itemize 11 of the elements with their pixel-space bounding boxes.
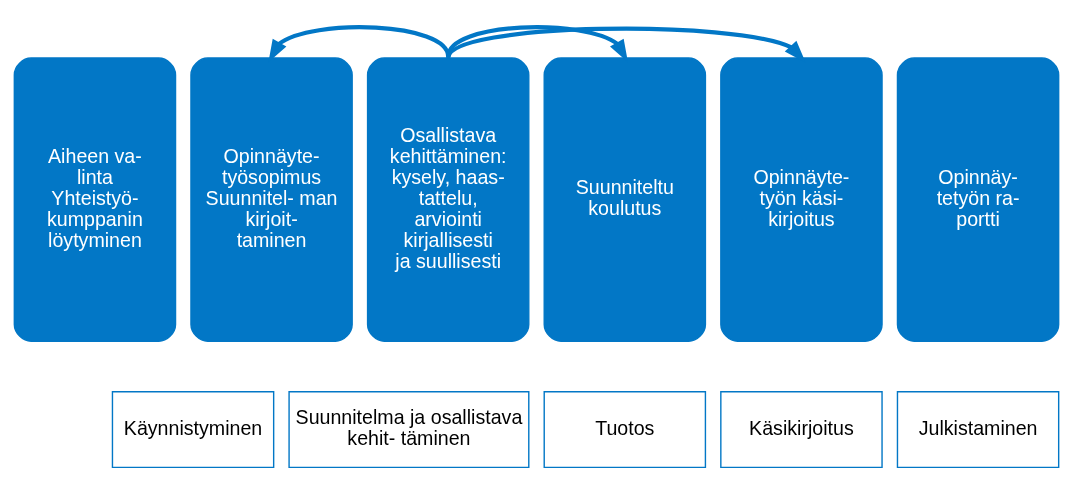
node-box: Osallistava kehittäminen: kysely, haas- tattelu, arviointi kirjallisesti ja suullisesti [366, 56, 530, 342]
node-box: Opinnäyte- työn käsi- kirjoitus [720, 56, 883, 342]
node-box: Käynnistyminen [111, 390, 275, 468]
node-box: Julkistaminen [896, 390, 1060, 468]
node-box: Käsikirjoitus [720, 390, 883, 468]
node-box: Suunnitelma ja osallistava kehit- täminen [288, 390, 530, 468]
node-box: Opinnäyte- työsopimus Suunnitel- man kirjoit- taminen [190, 56, 353, 342]
node-box: Tuotos [543, 390, 707, 468]
node-box: Suunniteltu koulutus [543, 56, 707, 342]
node-box: Aiheen va- linta Yhteistyö- kumppanin löytyminen [13, 56, 177, 342]
node-box: Opinnäy- tetyön ra- portti [896, 56, 1060, 342]
